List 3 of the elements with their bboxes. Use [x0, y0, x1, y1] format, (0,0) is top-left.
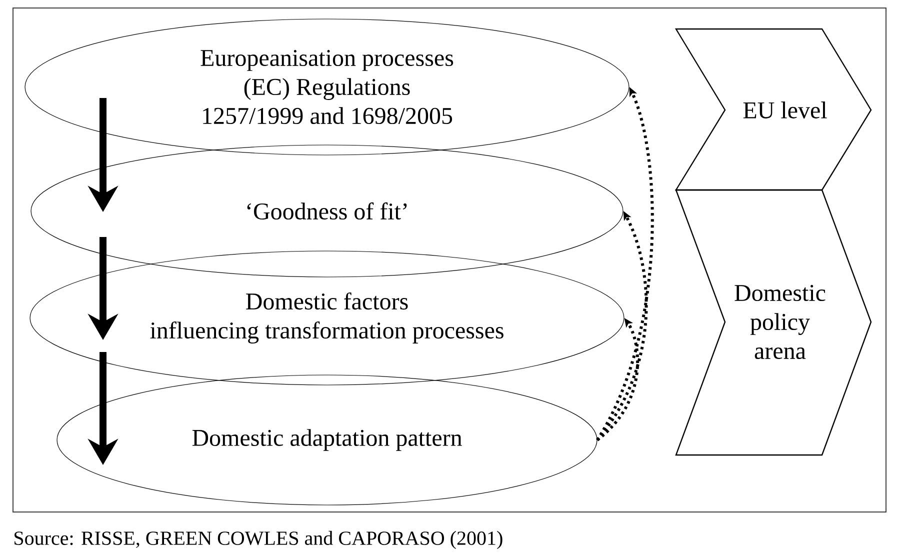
caption: Source: RISSE, GREEN COWLES and CAPORASO (2001): [14, 530, 502, 550]
chevron: Domestic policy arena: [675, 189, 872, 456]
chevron: EU level: [674, 28, 872, 191]
